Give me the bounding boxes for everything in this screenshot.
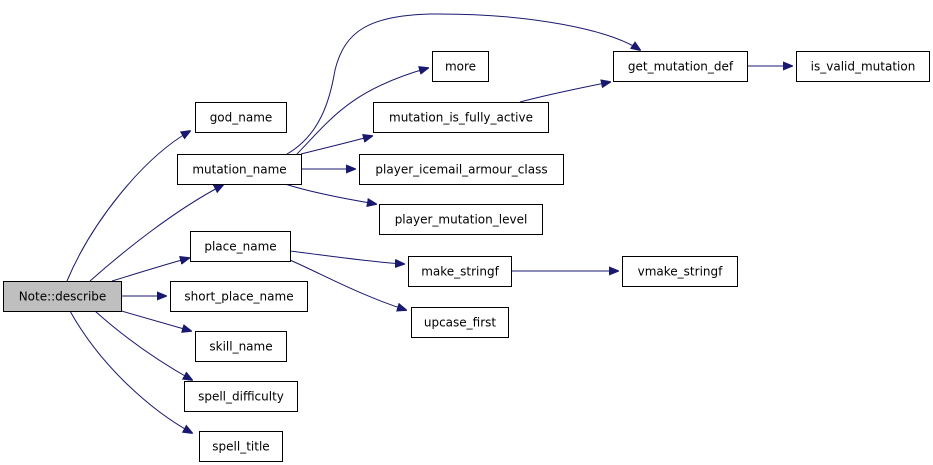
node-get-mutation-def[interactable]: get_mutation_def (613, 51, 748, 82)
node-box (199, 431, 283, 462)
node-box (184, 381, 298, 412)
node-label: make_stringf (421, 265, 499, 279)
node-label: mutation_name (192, 163, 286, 177)
edge-note-describe-to-god-name (66, 131, 190, 282)
node-label: get_mutation_def (628, 60, 734, 74)
node-box (796, 51, 930, 82)
node-place-name[interactable]: place_name (190, 231, 291, 262)
edge-mutation-name-to-more (296, 68, 428, 155)
edge-note-describe-to-spell-title (69, 310, 192, 433)
node-box (170, 281, 308, 312)
node-spell-title[interactable]: spell_title (199, 431, 283, 462)
node-box (3, 281, 122, 312)
node-label: god_name (210, 111, 273, 125)
node-label: spell_title (212, 440, 269, 454)
node-label: is_valid_mutation (811, 60, 916, 74)
node-box (177, 154, 302, 185)
edge-place-name-to-make-stringf (289, 250, 404, 264)
node-more[interactable]: more (432, 51, 489, 82)
nodes-layer: Note::describe god_namemutation_nameplace… (3, 51, 930, 462)
node-player-icemail-armour-class[interactable]: player_icemail_armour_class (359, 154, 564, 185)
edge-mutation-name-to-mutation-is-fully-active (300, 136, 372, 155)
edge-place-name-to-upcase-first (289, 259, 406, 310)
node-label: Note::describe (19, 290, 107, 304)
node-box (411, 307, 509, 338)
node-label: vmake_stringf (638, 265, 723, 279)
edge-note-describe-to-spell-difficulty (94, 310, 192, 380)
node-mutation-name[interactable]: mutation_name (177, 154, 302, 185)
node-spell-difficulty[interactable]: spell_difficulty (184, 381, 298, 412)
edge-note-describe-to-place-name (111, 258, 189, 282)
node-label: skill_name (209, 340, 272, 354)
node-label: player_icemail_armour_class (375, 163, 547, 177)
node-box (379, 204, 543, 235)
node-short-place-name[interactable]: short_place_name (170, 281, 308, 312)
node-label: place_name (204, 240, 276, 254)
edge-mutation-name-to-get-mutation-def (286, 13, 640, 155)
node-box (195, 331, 287, 362)
node-label: short_place_name (184, 290, 293, 304)
node-label: player_mutation_level (395, 213, 528, 227)
node-label: more (445, 60, 476, 74)
edge-mutation-name-to-player-mutation-level (284, 183, 376, 204)
edge-note-describe-to-mutation-name (89, 185, 223, 282)
node-god-name[interactable]: god_name (195, 102, 287, 133)
node-box (408, 256, 512, 287)
node-is-valid-mutation[interactable]: is_valid_mutation (796, 51, 930, 82)
node-box (622, 256, 738, 287)
node-box (373, 102, 549, 133)
node-player-mutation-level[interactable]: player_mutation_level (379, 204, 543, 235)
edge-note-describe-to-skill-name (117, 309, 191, 331)
node-note-describe[interactable]: Note::describe (3, 281, 122, 312)
node-label: spell_difficulty (198, 390, 284, 404)
node-box (359, 154, 564, 185)
node-mutation-is-fully-active[interactable]: mutation_is_fully_active (373, 102, 549, 133)
node-upcase-first[interactable]: upcase_first (411, 307, 509, 338)
node-box (432, 51, 489, 82)
node-make-stringf[interactable]: make_stringf (408, 256, 512, 287)
node-vmake-stringf[interactable]: vmake_stringf (622, 256, 738, 287)
node-box (190, 231, 291, 262)
node-box (195, 102, 287, 133)
edges-layer (66, 13, 792, 433)
node-label: upcase_first (424, 316, 497, 330)
node-skill-name[interactable]: skill_name (195, 331, 287, 362)
edge-mutation-is-fully-active-to-get-mutation-def (519, 82, 610, 103)
node-box (613, 51, 748, 82)
node-label: mutation_is_fully_active (389, 111, 533, 125)
